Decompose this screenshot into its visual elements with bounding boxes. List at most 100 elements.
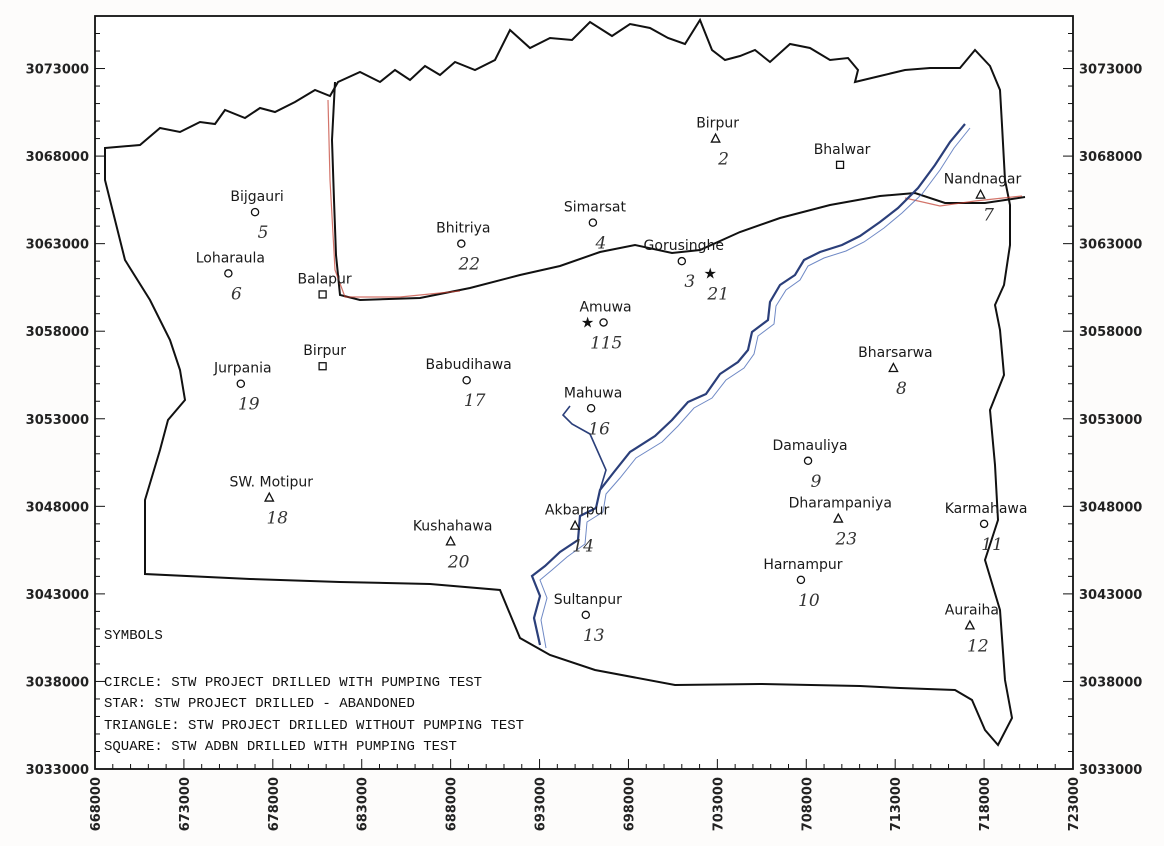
site: Balapur bbox=[298, 271, 352, 299]
site: Loharaula 6 bbox=[196, 250, 265, 304]
star-icon: ★ bbox=[581, 313, 594, 331]
y-tick-label: 3038000 bbox=[26, 675, 89, 690]
site-name: SW. Motipur bbox=[229, 475, 313, 491]
x-tick-label: 713000 bbox=[889, 777, 904, 831]
site-number: 11 bbox=[981, 535, 1003, 555]
site-number: 8 bbox=[896, 379, 907, 399]
circle-icon bbox=[599, 318, 608, 327]
site: Birpur bbox=[303, 343, 346, 371]
red-boundary-north bbox=[327, 99, 461, 298]
y-tick-label: 3048000 bbox=[26, 500, 89, 515]
site-name: Bijgauri bbox=[230, 189, 283, 205]
triangle-icon bbox=[888, 362, 899, 373]
site-name: Bhalwar bbox=[814, 142, 871, 158]
site-number: 7 bbox=[983, 206, 994, 226]
y-tick-label: 3033000 bbox=[26, 763, 89, 778]
site-number: 10 bbox=[798, 591, 820, 611]
y-tick-label: 3058000 bbox=[1079, 325, 1142, 340]
circle-icon bbox=[803, 456, 813, 466]
y-tick-label: 3053000 bbox=[26, 413, 89, 428]
triangle-icon bbox=[263, 491, 275, 502]
y-tick-label: 3063000 bbox=[1079, 238, 1142, 253]
y-tick-label: 3068000 bbox=[1079, 150, 1142, 165]
x-tick-label: 673000 bbox=[178, 777, 193, 831]
site-name: Jurpania bbox=[213, 361, 272, 377]
circle-icon bbox=[236, 379, 246, 388]
site-name: Loharaula bbox=[196, 250, 265, 266]
circle-icon bbox=[586, 404, 596, 413]
river bbox=[530, 123, 966, 646]
site-number: 2 bbox=[717, 150, 729, 170]
site-name: Amuwa bbox=[579, 299, 631, 315]
y-tick-labels-right: 3073000306800030630003058000305300030480… bbox=[1079, 63, 1142, 778]
x-tick-label: 698000 bbox=[622, 777, 637, 831]
site-name: Mahuwa bbox=[564, 385, 622, 401]
x-tick-label: 708000 bbox=[800, 777, 815, 831]
y-tick-label: 3038000 bbox=[1079, 675, 1142, 690]
site-name: Auraiha bbox=[945, 602, 999, 618]
site-name: Dharampaniya bbox=[789, 496, 892, 512]
district-boundary bbox=[104, 17, 1014, 747]
site-name: Simarsat bbox=[564, 200, 627, 216]
x-tick-label: 723000 bbox=[1067, 777, 1082, 831]
square-icon bbox=[318, 290, 327, 299]
red-boundary-east bbox=[904, 195, 1023, 207]
circle-icon bbox=[250, 207, 260, 217]
triangle-icon bbox=[710, 132, 721, 143]
legend-item-square: SQUARE: STW ADBN DRILLED WITH PUMPING TE… bbox=[104, 739, 457, 755]
site: ★21 bbox=[704, 264, 730, 304]
site-number: 5 bbox=[258, 223, 269, 243]
site-number: 17 bbox=[464, 391, 486, 411]
site: Mahuwa 16 bbox=[564, 385, 622, 439]
site: Auraiha 12 bbox=[945, 602, 999, 656]
circle-icon bbox=[457, 239, 466, 248]
triangle-icon bbox=[569, 519, 581, 530]
site-name: Balapur bbox=[298, 271, 352, 287]
x-tick-label: 668000 bbox=[89, 777, 104, 831]
site-number: 13 bbox=[583, 626, 605, 646]
y-tick-labels-left: 3073000306800030630003058000305300030480… bbox=[26, 63, 89, 778]
triangle-icon bbox=[445, 535, 456, 546]
x-tick-label: 688000 bbox=[445, 777, 460, 831]
y-tick-label: 3043000 bbox=[26, 588, 89, 603]
site-number: 6 bbox=[231, 284, 242, 304]
site-number: 19 bbox=[238, 395, 260, 415]
circle-icon bbox=[224, 269, 233, 278]
site-name: Damauliya bbox=[773, 438, 848, 454]
star-icon: ★ bbox=[704, 264, 717, 282]
legend-item-star: STAR: STW PROJECT DRILLED - ABANDONED bbox=[104, 696, 415, 712]
site-name: Bhitriya bbox=[436, 221, 490, 237]
site-number: 16 bbox=[588, 419, 610, 439]
site: Karmahawa 11 bbox=[945, 501, 1028, 555]
y-tick-label: 3068000 bbox=[26, 150, 89, 165]
site-number: 9 bbox=[811, 472, 822, 492]
legend-item-circle: CIRCLE: STW PROJECT DRILLED WITH PUMPING… bbox=[104, 675, 482, 691]
x-tick-label: 693000 bbox=[534, 777, 549, 831]
x-tick-label: 703000 bbox=[711, 777, 726, 831]
site-name: Karmahawa bbox=[945, 501, 1028, 517]
site-name: Birpur bbox=[696, 116, 739, 132]
x-tick-label: 678000 bbox=[267, 777, 282, 831]
site: Jurpania 19 bbox=[213, 361, 272, 415]
river-bank bbox=[539, 127, 971, 649]
circle-icon bbox=[462, 375, 471, 385]
legend-title: SYMBOLS bbox=[104, 628, 163, 644]
site-number: 12 bbox=[967, 636, 989, 656]
triangle-icon bbox=[833, 512, 844, 523]
y-tick-label: 3053000 bbox=[1079, 413, 1142, 428]
y-tick-label: 3063000 bbox=[26, 238, 89, 253]
mahuwa-stream bbox=[561, 405, 607, 491]
